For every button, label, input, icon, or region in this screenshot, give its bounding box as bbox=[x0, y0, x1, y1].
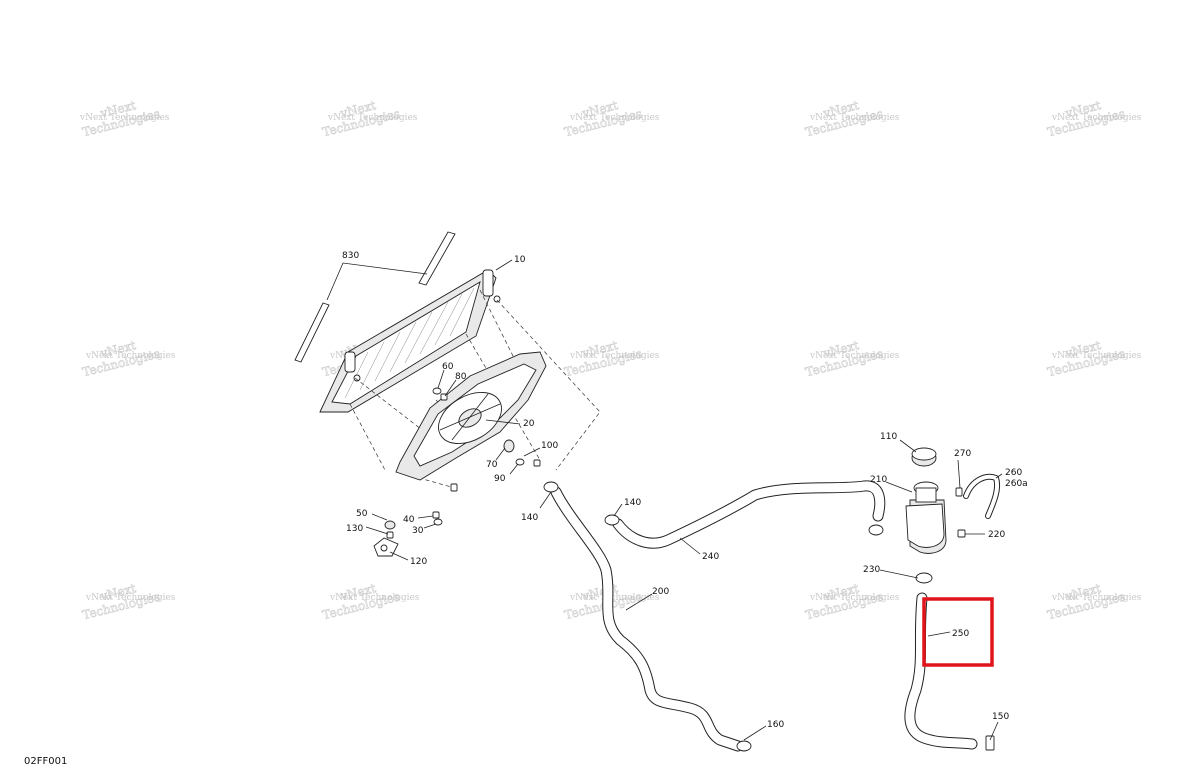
callout-210[interactable]: 210 bbox=[870, 475, 887, 485]
part-240-hose[interactable] bbox=[612, 480, 886, 549]
part-10-radiator[interactable] bbox=[319, 269, 501, 413]
callout-110[interactable]: 110 bbox=[880, 432, 897, 442]
callout-140[interactable]: 140 bbox=[624, 498, 641, 508]
callout-100[interactable]: 100 bbox=[541, 441, 558, 451]
watermark-text: vNext Technologies bbox=[85, 351, 176, 361]
watermark-text: vNext Technologies bbox=[329, 593, 420, 603]
callout-90[interactable]: 90 bbox=[494, 474, 506, 484]
watermark-text: vNext Technologies bbox=[1051, 351, 1142, 361]
hardware-bolt[interactable] bbox=[450, 483, 458, 492]
part-230-clamp[interactable] bbox=[868, 524, 933, 584]
part-140-clamp[interactable] bbox=[604, 514, 620, 526]
watermark-text: vNext Technologies bbox=[569, 593, 660, 603]
highlight-box-250 bbox=[922, 597, 994, 667]
callout-120[interactable]: 120 bbox=[410, 557, 427, 567]
part-130-nut[interactable] bbox=[386, 531, 394, 539]
callout-250[interactable]: 250 bbox=[952, 629, 969, 639]
part-120-bracket[interactable] bbox=[373, 537, 399, 557]
part-270-fitting[interactable] bbox=[955, 487, 963, 497]
part-220-screw[interactable] bbox=[957, 529, 966, 538]
callout-140[interactable]: 140 bbox=[521, 513, 538, 523]
part-100-nut[interactable] bbox=[533, 459, 541, 467]
watermark-text: vNext Technologies bbox=[569, 351, 660, 361]
watermark-layer: vNext Technologies vNext Technologies vN… bbox=[79, 98, 1142, 623]
callout-labels: 830 10 60 80 20 100 70 90 140 140 50 40 … bbox=[342, 251, 1028, 730]
part-260-vent-tube[interactable] bbox=[963, 473, 1000, 519]
watermark-text: vNext Technologies bbox=[809, 593, 900, 603]
callout-10[interactable]: 10 bbox=[514, 255, 526, 265]
part-150-clamp[interactable] bbox=[985, 735, 995, 751]
part-30-washer[interactable] bbox=[433, 518, 443, 526]
callout-30[interactable]: 30 bbox=[412, 526, 424, 536]
part-250-hose[interactable] bbox=[904, 592, 978, 750]
callout-160[interactable]: 160 bbox=[767, 720, 784, 730]
part-160-clamp[interactable] bbox=[736, 740, 752, 752]
callout-240[interactable]: 240 bbox=[702, 552, 719, 562]
part-200-hose[interactable] bbox=[550, 486, 744, 752]
part-140-clamp[interactable] bbox=[543, 481, 559, 493]
callout-150[interactable]: 150 bbox=[992, 712, 1009, 722]
callout-60[interactable]: 60 bbox=[442, 362, 454, 372]
callout-40[interactable]: 40 bbox=[403, 515, 415, 525]
part-60-nut[interactable] bbox=[432, 387, 442, 395]
callout-200[interactable]: 200 bbox=[652, 587, 669, 597]
part-50-bushing[interactable] bbox=[384, 520, 396, 530]
watermark-text: vNext Technologies bbox=[809, 351, 900, 361]
watermark-text: vNext Technologies bbox=[85, 593, 176, 603]
part-40-screw[interactable] bbox=[432, 511, 440, 519]
watermark-text: vNext Technologies bbox=[327, 113, 418, 123]
watermark-text: vNext Technologies bbox=[569, 113, 660, 123]
callout-50[interactable]: 50 bbox=[356, 509, 368, 519]
part-110-cap[interactable] bbox=[911, 447, 937, 467]
callout-270[interactable]: 270 bbox=[954, 449, 971, 459]
watermark-text: vNext Technologies bbox=[79, 113, 170, 123]
callout-20[interactable]: 20 bbox=[523, 419, 535, 429]
part-210-reservoir[interactable] bbox=[905, 481, 947, 554]
part-90-washer[interactable] bbox=[515, 458, 525, 466]
part-830-foam-strips[interactable] bbox=[294, 231, 456, 363]
watermark-text: vNext Technologies bbox=[1051, 113, 1142, 123]
watermark-text: vNext Technologies bbox=[1051, 593, 1142, 603]
diagram-code: 02FF001 bbox=[24, 756, 67, 767]
callout-260[interactable]: 260 bbox=[1005, 468, 1022, 478]
callout-230[interactable]: 230 bbox=[863, 565, 880, 575]
part-70-grommet[interactable] bbox=[503, 439, 515, 453]
callout-130[interactable]: 130 bbox=[346, 524, 363, 534]
callout-260a[interactable]: 260a bbox=[1005, 479, 1028, 489]
leader-lines bbox=[326, 259, 1003, 741]
part-20-fan-shroud[interactable] bbox=[395, 351, 547, 481]
callout-830[interactable]: 830 bbox=[342, 251, 359, 261]
watermark-text: vNext Technologies bbox=[809, 113, 900, 123]
callout-70[interactable]: 70 bbox=[486, 460, 498, 470]
callout-220[interactable]: 220 bbox=[988, 530, 1005, 540]
callout-80[interactable]: 80 bbox=[455, 372, 467, 382]
